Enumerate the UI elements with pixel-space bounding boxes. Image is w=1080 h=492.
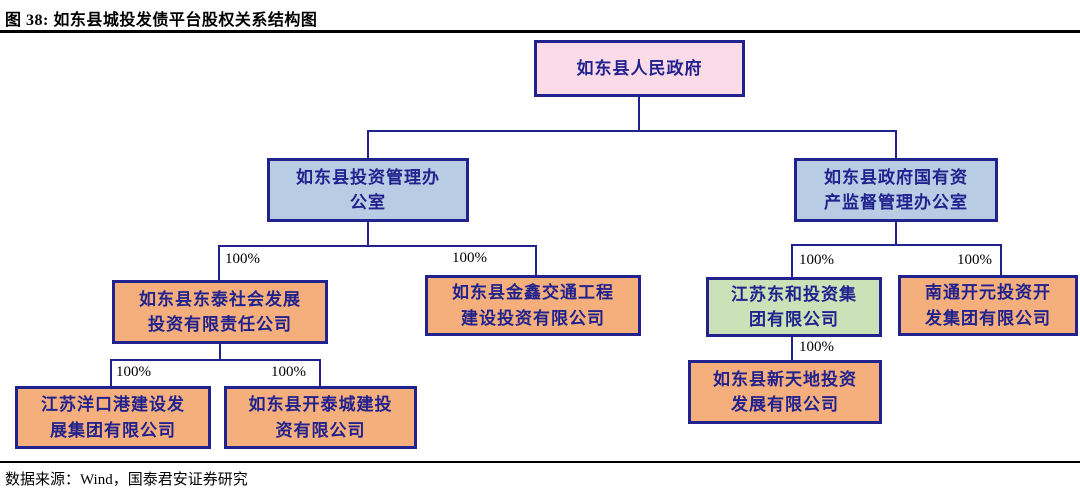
footer-divider bbox=[0, 461, 1080, 463]
connector-line bbox=[367, 222, 369, 247]
org-node-dongtai: 如东县东泰社会发展 投资有限责任公司 bbox=[112, 280, 328, 344]
org-node-yangkou: 江苏洋口港建设发 展集团有限公司 bbox=[15, 386, 211, 449]
org-node-kaiyuan: 南通开元投资开 发集团有限公司 bbox=[898, 275, 1078, 336]
connector-line bbox=[1000, 244, 1002, 275]
connector-line bbox=[791, 337, 793, 360]
figure-title: 图 38: 如东县城投发债平台股权关系结构图 bbox=[5, 12, 318, 29]
org-node-donghe: 江苏东和投资集 团有限公司 bbox=[706, 277, 882, 337]
connector-line bbox=[638, 97, 640, 132]
org-node-kaitai: 如东县开泰城建投 资有限公司 bbox=[224, 386, 417, 449]
connector-line bbox=[895, 222, 897, 246]
connector-line bbox=[218, 245, 220, 280]
ownership-label: 100% bbox=[799, 252, 834, 268]
ownership-label: 100% bbox=[116, 364, 151, 380]
ownership-label: 100% bbox=[957, 252, 992, 268]
connector-line bbox=[535, 245, 537, 275]
org-node-office: 如东县投资管理办 公室 bbox=[267, 158, 469, 222]
ownership-label: 100% bbox=[271, 364, 306, 380]
connector-line bbox=[219, 344, 221, 361]
org-node-gov: 如东县人民政府 bbox=[534, 40, 745, 97]
connector-line bbox=[319, 359, 321, 386]
connector-line bbox=[218, 245, 537, 247]
connector-line bbox=[791, 244, 1002, 246]
title-divider bbox=[0, 30, 1080, 33]
connector-line bbox=[367, 130, 369, 158]
ownership-label: 100% bbox=[799, 339, 834, 355]
connector-line bbox=[110, 359, 321, 361]
connector-line bbox=[110, 359, 112, 386]
data-source-note: 数据来源：Wind，国泰君安证券研究 bbox=[5, 472, 248, 488]
connector-line bbox=[367, 130, 897, 132]
connector-line bbox=[791, 244, 793, 277]
org-node-sasac: 如东县政府国有资 产监督管理办公室 bbox=[794, 158, 998, 222]
ownership-label: 100% bbox=[452, 250, 487, 266]
connector-line bbox=[895, 130, 897, 158]
org-node-jinxin: 如东县金鑫交通工程 建设投资有限公司 bbox=[425, 275, 641, 336]
org-node-xintiandi: 如东县新天地投资 发展有限公司 bbox=[688, 360, 882, 424]
ownership-label: 100% bbox=[225, 251, 260, 267]
